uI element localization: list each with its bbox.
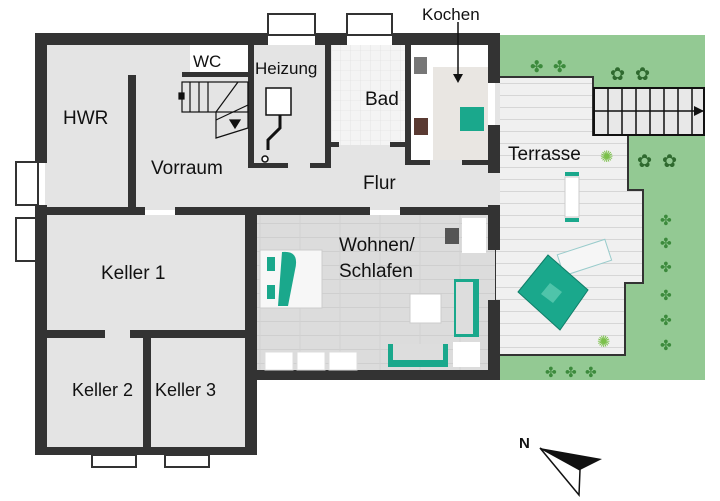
kochen-arrow [453,22,463,83]
svg-text:✤: ✤ [553,59,566,76]
compass-arrow-icon [539,447,602,497]
plant-icons: ✤ ✤ ✿ ✿ ✿ ✿ ✺ ✤ ✤ ✤ ✤ ✤ ✤ ✤ ✤ ✤ ✺ [530,59,677,380]
room-label-keller2: Keller 2 [72,380,133,400]
svg-text:✤: ✤ [585,364,597,380]
svg-text:✿: ✿ [637,151,652,171]
sun-lounger [556,238,613,277]
room-label-kochen: Kochen [422,5,480,24]
room-label-terrasse: Terrasse [508,144,581,165]
bed [259,249,323,309]
walls [35,33,500,455]
terrace-table [564,172,580,222]
svg-text:✤: ✤ [660,312,672,328]
compass-north-label: N [519,435,530,452]
svg-text:✤: ✤ [660,212,672,228]
svg-text:✿: ✿ [610,64,625,84]
svg-text:✿: ✿ [662,151,677,171]
kitchen-table [460,107,484,131]
side-table [453,342,480,367]
sofa-bottom [388,344,448,367]
desk-chair [445,228,459,244]
sofa-right [454,279,479,337]
shelves [264,351,358,371]
windows [15,13,393,468]
sink-icon [414,57,427,74]
svg-text:✤: ✤ [565,364,577,380]
desk [462,218,486,253]
svg-text:✤: ✤ [660,287,672,303]
room-label-keller3: Keller 3 [155,380,216,400]
room-label-schlafen: Schlafen [339,261,413,282]
stove-icon [414,118,428,135]
room-label-hwr: HWR [63,108,108,129]
room-label-vorraum: Vorraum [151,158,223,179]
svg-text:✤: ✤ [660,235,672,251]
room-label-wohnen: Wohnen/ [339,235,415,256]
coffee-table [409,293,442,324]
svg-text:✿: ✿ [635,64,650,84]
exterior-stairs [593,87,705,136]
room-label-heizung: Heizung [255,59,317,78]
svg-text:✤: ✤ [660,337,672,353]
svg-text:✺: ✺ [597,334,610,351]
svg-text:✤: ✤ [660,259,672,275]
interior-stairs [178,81,249,139]
svg-text:✤: ✤ [545,364,557,380]
room-label-bad: Bad [365,89,399,110]
svg-text:✺: ✺ [600,149,613,166]
boiler-icon [261,87,292,163]
room-label-keller1: Keller 1 [101,263,165,284]
room-label-flur: Flur [363,173,396,194]
room-label-wc: WC [193,52,221,71]
parasol-center [541,283,562,303]
svg-text:✤: ✤ [530,59,543,76]
